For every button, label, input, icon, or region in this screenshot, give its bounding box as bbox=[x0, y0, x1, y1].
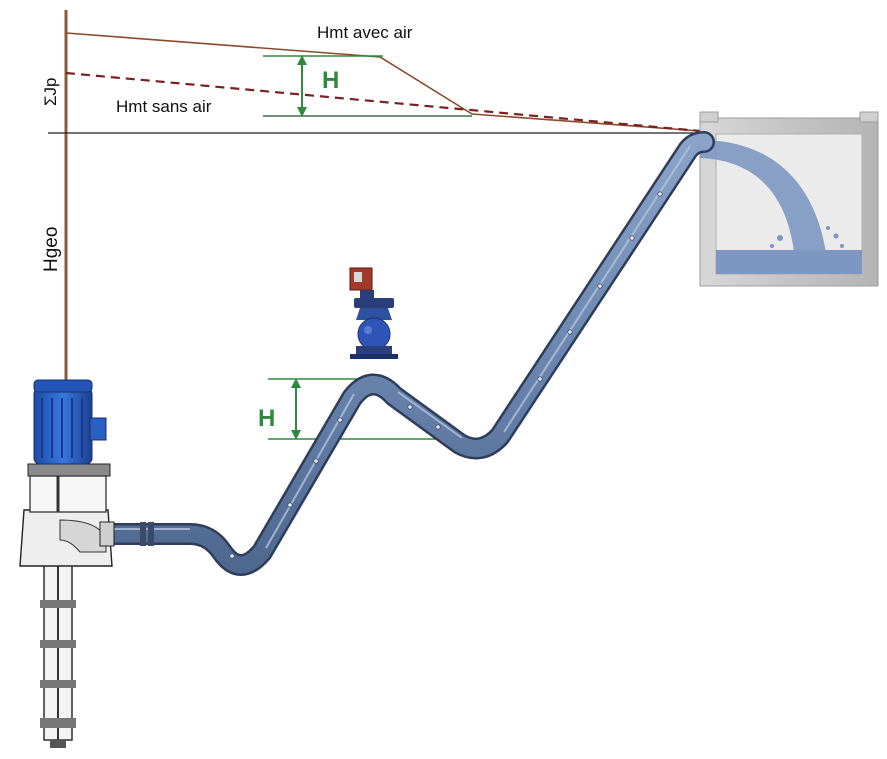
water-splash bbox=[770, 226, 844, 248]
pump-icon bbox=[19, 463, 115, 748]
h-upper-label: H bbox=[322, 67, 339, 94]
upper-h-bracket bbox=[263, 55, 472, 117]
hgeo-label: Hgeo bbox=[41, 227, 62, 272]
discharge-pipe bbox=[97, 131, 715, 576]
sum-jp-label: ΣJp bbox=[41, 78, 60, 106]
hmt-sans-air-label: Hmt sans air bbox=[116, 97, 212, 116]
pipe-bolts bbox=[229, 191, 663, 559]
hmt-avec-air-label: Hmt avec air bbox=[317, 23, 413, 42]
air-valve-icon bbox=[349, 267, 398, 359]
water-jet-icon bbox=[700, 140, 826, 252]
motor-icon bbox=[33, 379, 107, 465]
h-lower-label: H bbox=[258, 405, 275, 432]
hmt-sans-air-line bbox=[65, 71, 701, 133]
hmt-avec-air-line bbox=[65, 32, 701, 132]
